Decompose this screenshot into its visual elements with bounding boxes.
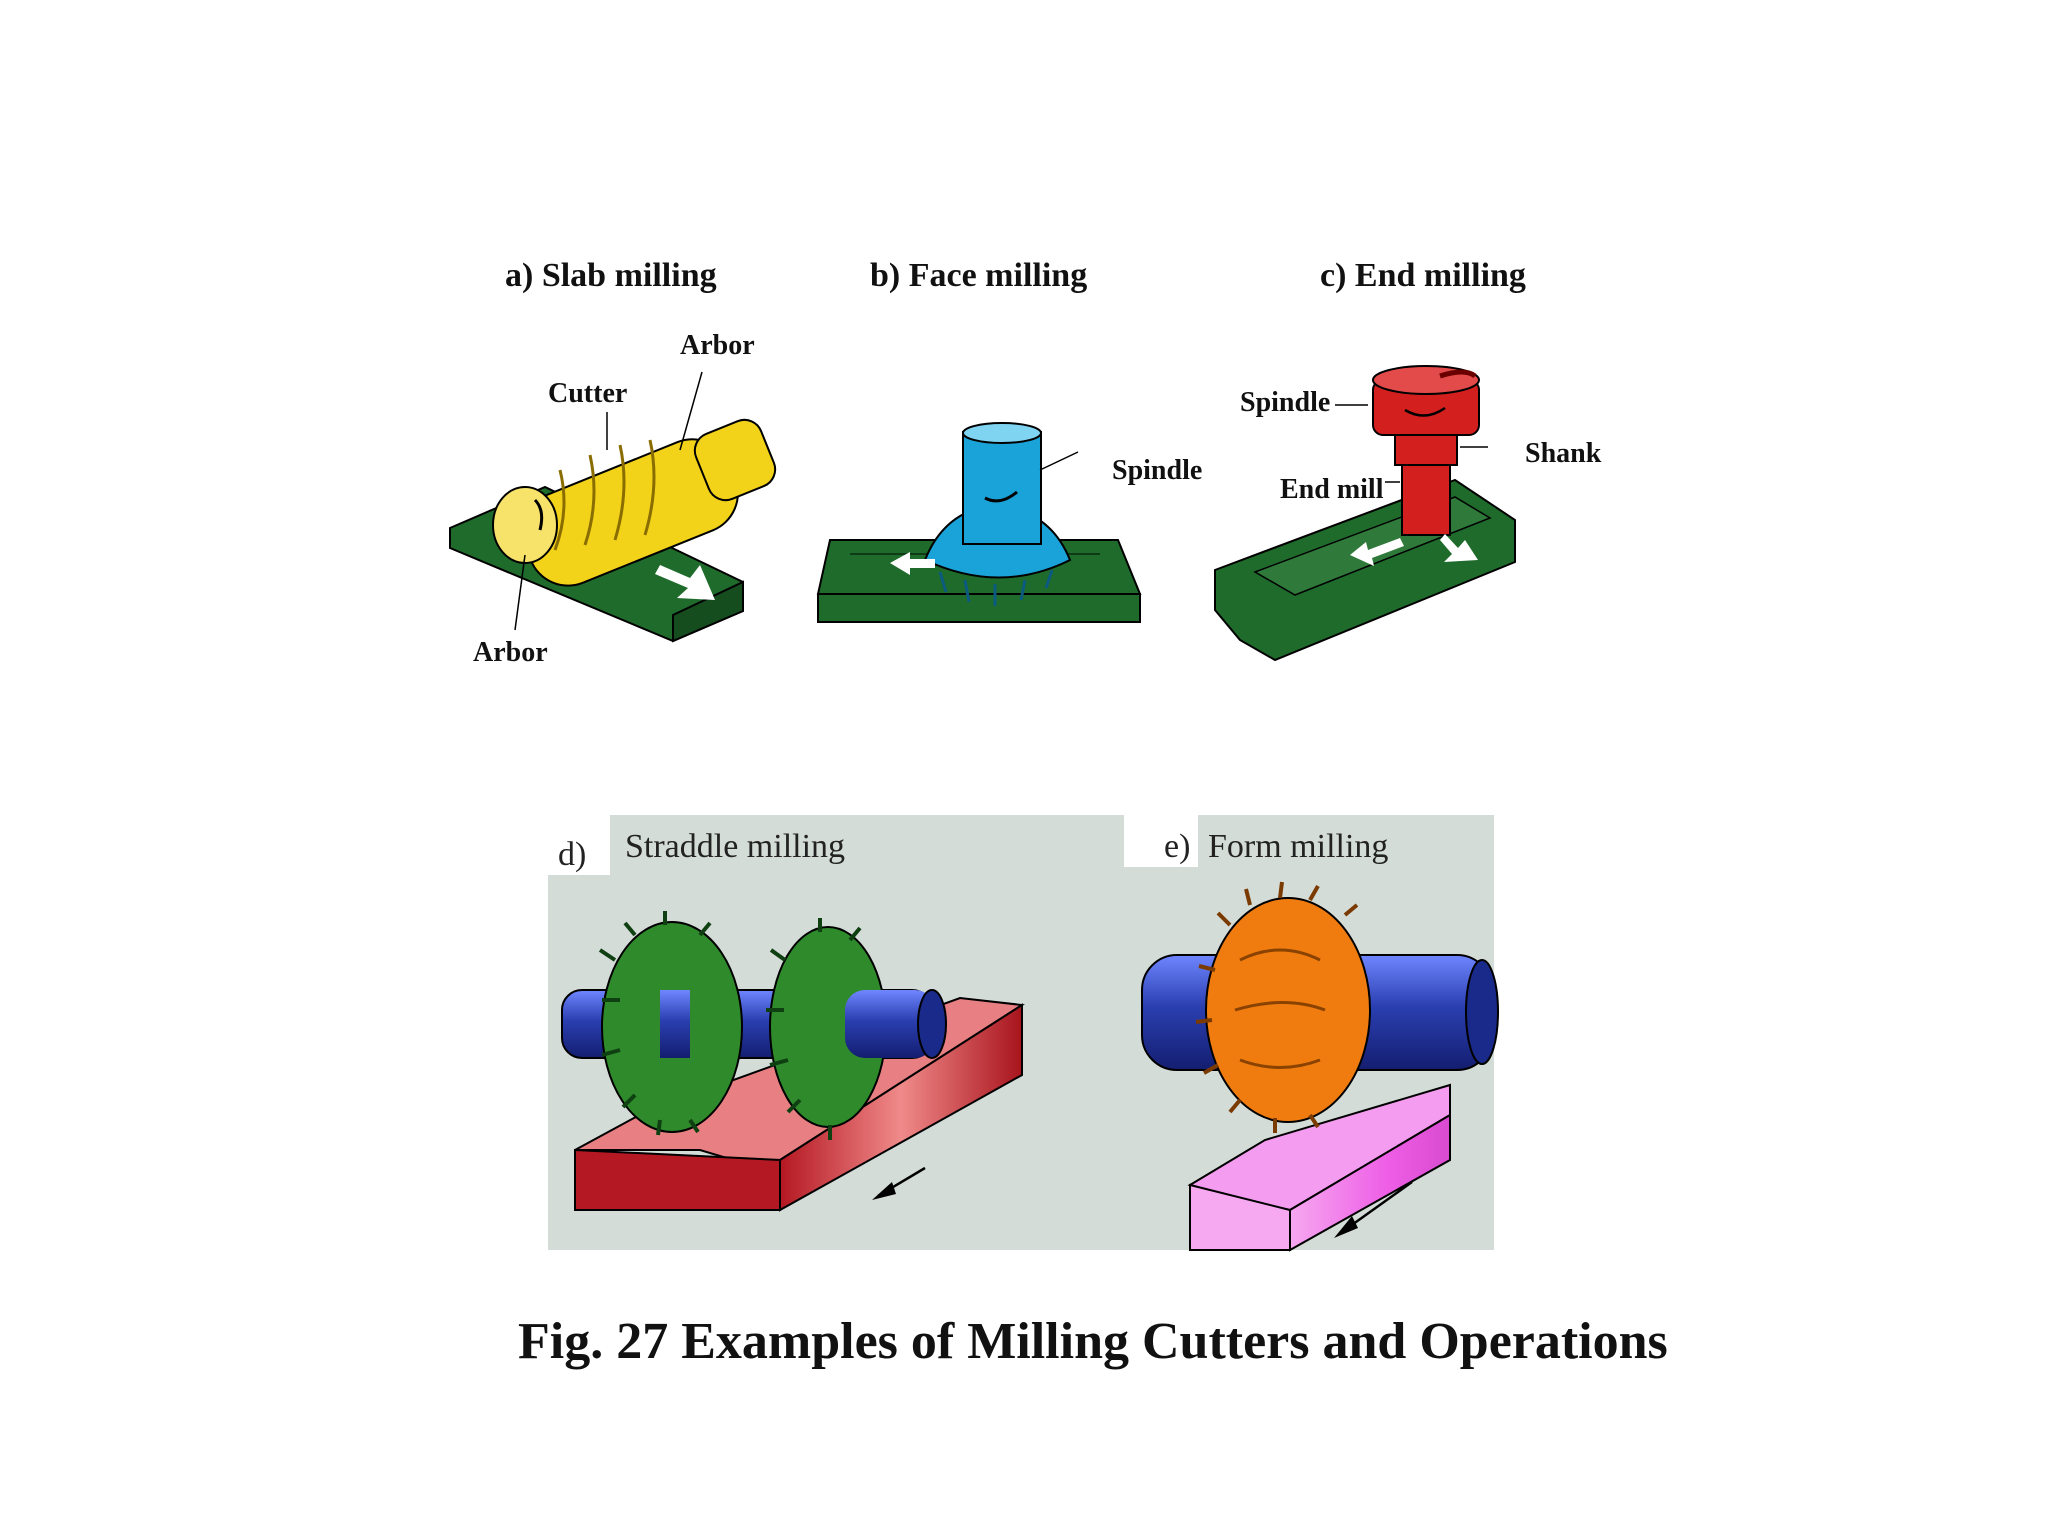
label-face-spindle: Spindle bbox=[1112, 455, 1203, 486]
slab-leader-arbor-top bbox=[679, 371, 703, 451]
form-arbor-end bbox=[1465, 959, 1499, 1065]
form-milling-prefix: e) bbox=[1164, 828, 1191, 865]
face-leader-spindle bbox=[1039, 451, 1079, 471]
label-arbor-bottom: Arbor bbox=[473, 637, 548, 668]
straddle-milling-prefix: d) bbox=[558, 836, 587, 873]
form-workpiece-side bbox=[1289, 1113, 1451, 1252]
end-mill-tool bbox=[1372, 365, 1480, 536]
straddle-cutter-left bbox=[598, 911, 743, 1136]
slab-leader-arbor-bottom bbox=[514, 554, 526, 631]
face-milling-title: b) Face milling bbox=[870, 257, 1088, 294]
end-milling-title: c) End milling bbox=[1320, 257, 1526, 294]
face-milling-diagram bbox=[816, 422, 1142, 623]
form-feed-arrowhead bbox=[1334, 1216, 1358, 1238]
straddle-milling-title: Straddle milling bbox=[625, 828, 846, 865]
straddle-workpiece-front bbox=[574, 1148, 781, 1211]
form-cutter bbox=[1195, 881, 1371, 1133]
face-cutter bbox=[923, 422, 1072, 606]
form-title-box bbox=[1124, 815, 1198, 867]
straddle-feed-arrowhead bbox=[872, 1182, 896, 1200]
label-cutter: Cutter bbox=[548, 378, 628, 409]
label-shank: Shank bbox=[1525, 438, 1602, 469]
slab-cutter bbox=[492, 418, 777, 587]
label-end-mill: End mill bbox=[1280, 474, 1384, 505]
form-milling-diagram bbox=[1141, 881, 1499, 1252]
slab-workpiece-side bbox=[672, 580, 744, 643]
form-milling-title: Form milling bbox=[1208, 828, 1389, 865]
slab-feed-arrow bbox=[655, 565, 715, 600]
straddle-milling-diagram bbox=[561, 911, 1025, 1212]
slab-milling-title: a) Slab milling bbox=[505, 257, 717, 294]
label-end-spindle: Spindle bbox=[1240, 387, 1331, 418]
slab-milling-diagram bbox=[449, 371, 777, 643]
face-workpiece-front bbox=[817, 593, 1141, 623]
face-feed-arrow bbox=[890, 552, 935, 575]
end-feed-arrow-left bbox=[1350, 538, 1404, 566]
label-arbor-top: Arbor bbox=[680, 330, 755, 361]
straddle-workpiece-side bbox=[779, 1003, 1023, 1212]
straddle-title-box bbox=[548, 815, 610, 875]
end-feed-arrow-diag bbox=[1440, 534, 1478, 562]
straddle-cutter-right bbox=[766, 918, 947, 1140]
end-milling-diagram bbox=[1214, 365, 1516, 662]
figure-caption: Fig. 27 Examples of Milling Cutters and … bbox=[518, 1313, 1668, 1370]
